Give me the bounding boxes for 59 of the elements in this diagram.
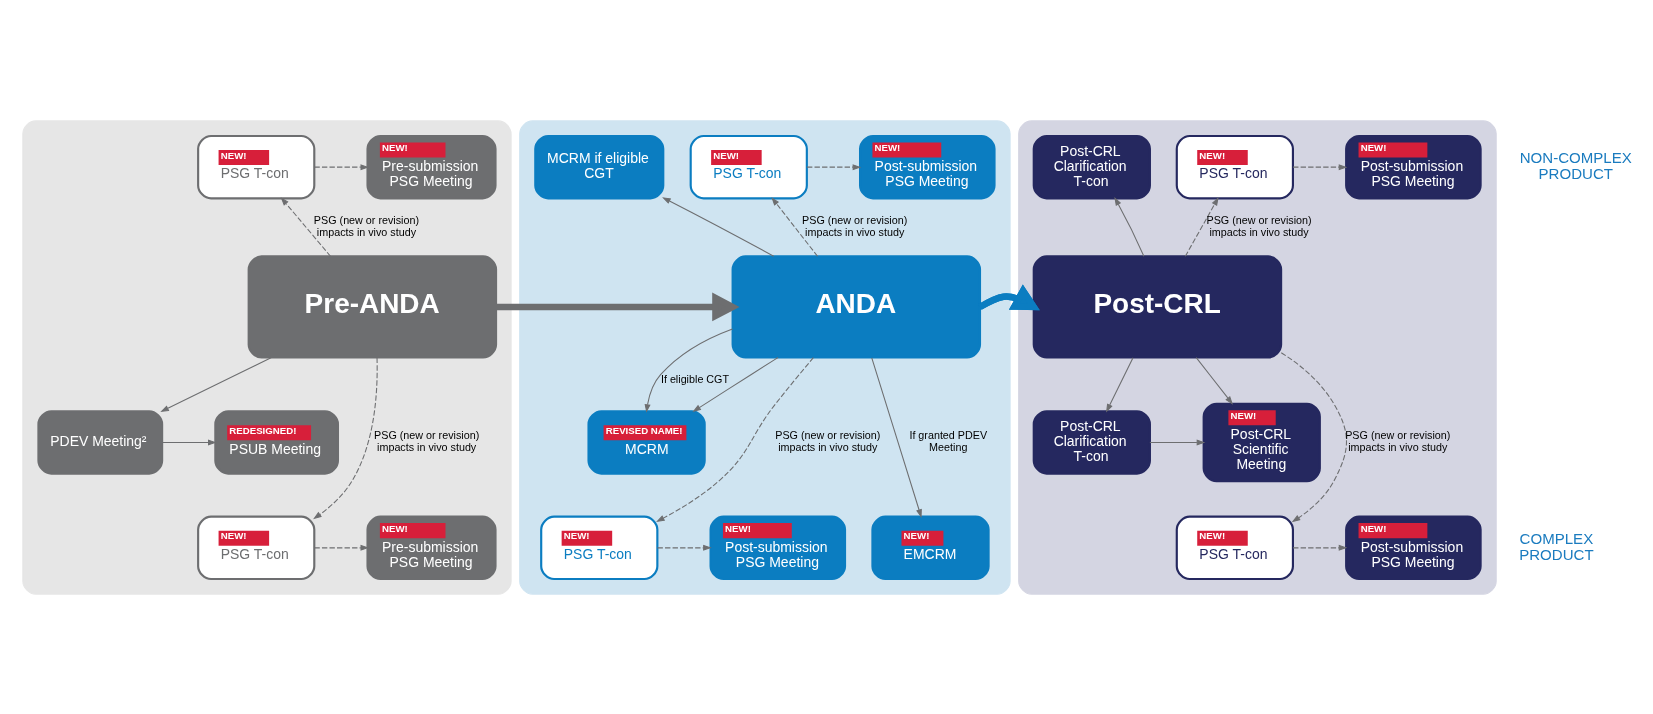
node-box: NEW! PSG T-con (1175, 134, 1294, 199)
arrow (313, 163, 369, 170)
node-box: NEW! Post-submission PSG Meeting (1344, 134, 1482, 199)
arrow (495, 292, 740, 321)
arrow (280, 196, 331, 257)
node-box: NEW! PSG T-con (196, 134, 315, 199)
node-box: NEW! PSG T-con (196, 515, 315, 580)
arrow (655, 356, 814, 522)
arrow (312, 356, 378, 519)
arrow (770, 196, 818, 257)
edge-label: PSG (new or revision) impacts in vivo study (774, 428, 880, 453)
node-box: NEW! PSG T-con (539, 515, 658, 580)
node-box: NEW! Post-CRL Scientific Meeting (1202, 402, 1321, 482)
edge-label: PSG (new or revision) impacts in vivo study (1205, 213, 1312, 238)
arrow (1105, 356, 1134, 413)
arrow (1280, 351, 1347, 522)
cluster (1017, 119, 1497, 595)
arrow (161, 438, 217, 445)
node-box: NEW! EMCRM (870, 515, 990, 580)
label: NON-COMPLEX PRODUCT (1519, 148, 1632, 182)
node-box: Pre-ANDA (247, 254, 497, 359)
node-box: MCRM if eligible CGT (533, 134, 664, 199)
edge-label: PSG (new or revision) impacts in vivo study (313, 213, 419, 238)
node-box: Post-CRL (1032, 254, 1282, 359)
cluster (518, 119, 1011, 595)
edge-label: PSG (new or revision) impacts in vivo study (801, 213, 907, 238)
arrow (1292, 544, 1347, 551)
arrow (313, 544, 369, 551)
node-box: NEW! Pre-submission PSG Meeting (365, 515, 497, 580)
node-box: ANDA (731, 254, 981, 359)
node-box: REDESIGNED! PSUB Meeting (213, 409, 339, 475)
arrow (159, 356, 272, 412)
node-box: NEW! Post-submission PSG Meeting (1344, 515, 1482, 580)
edge-label: PSG (new or revision) impacts in vivo study (1344, 428, 1450, 453)
arrow (691, 356, 779, 412)
node-box: Post-CRL Clarification T-con (1032, 134, 1151, 199)
edge-label: If granted PDEV Meeting (908, 428, 987, 453)
arrow (1195, 356, 1233, 405)
edge-label: PSG (new or revision) impacts in vivo study (373, 428, 479, 453)
label: COMPLEX PRODUCT (1518, 529, 1594, 563)
arrow (656, 544, 712, 551)
node-box: NEW! Post-submission PSG Meeting (858, 134, 996, 199)
arrow (1184, 196, 1219, 257)
arrow (1113, 196, 1144, 257)
node-box: PDEV Meeting² (36, 409, 163, 475)
arrow (1148, 438, 1205, 445)
node-box: NEW! Post-submission PSG Meeting (709, 515, 846, 580)
arrow (805, 163, 861, 170)
arrow (644, 327, 733, 413)
node-box: Post-CRL Clarification T-con (1032, 409, 1151, 475)
edge-label: If eligible CGT (660, 372, 729, 385)
cluster (21, 119, 512, 595)
node-box: NEW! PSG T-con (689, 134, 808, 199)
node-box: NEW! PSG T-con (1175, 515, 1294, 580)
arrow (870, 356, 922, 518)
arrow (1292, 163, 1347, 170)
node-box: REVISED NAME! MCRM (586, 409, 706, 475)
arrow (661, 196, 774, 257)
node-box: NEW! Pre-submission PSG Meeting (365, 134, 497, 199)
